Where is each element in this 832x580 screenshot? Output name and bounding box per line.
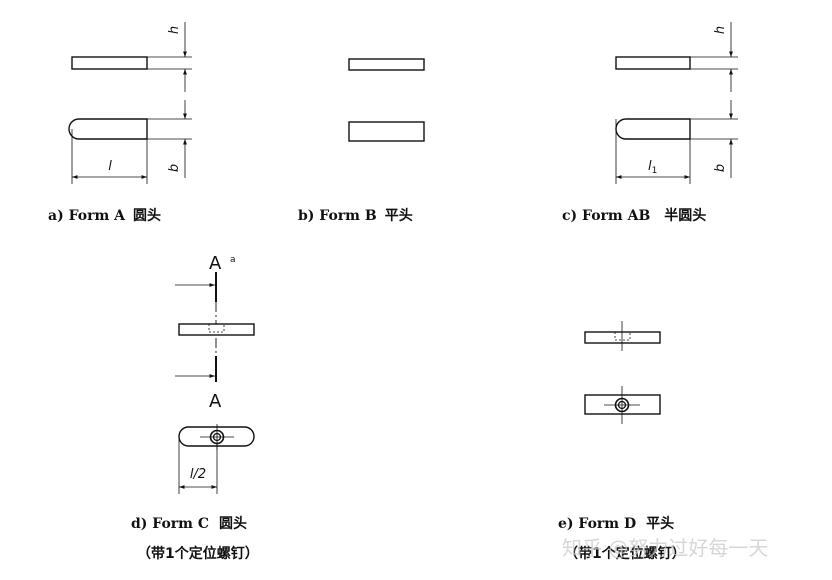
form-d-note: （带1个定位螺钉） [564,545,686,562]
width-label: b [167,164,182,172]
section-label-top: A [209,253,222,274]
form-a-plan-view [68,118,148,140]
form-d-side-view [584,331,661,344]
width-label: b [713,164,728,172]
form-ab-plan-view [615,118,691,140]
form-c-side-view [178,323,255,336]
section-label-bottom: A [209,391,222,412]
screw-hole-hidden-line [208,324,225,333]
form-d-plan-view [584,394,661,415]
screw-hole-hidden-line [614,332,631,341]
form-c-plan-view [178,426,255,447]
thickness-label: h [713,26,728,34]
form-b-side-view [348,58,425,71]
form-a-side-view [71,56,148,70]
thickness-label: h [167,26,182,34]
half-length-label: l/2 [190,467,206,482]
form-b-plan-view [348,121,425,142]
form-c-note: （带1个定位螺钉） [137,545,259,562]
length-label: l1 [648,159,657,176]
length-label: l [108,159,112,174]
form-ab-side-view [615,56,691,70]
watermark-text: 知乎 @努力过好每一天 [562,536,768,560]
section-note-marker: a [230,255,236,265]
